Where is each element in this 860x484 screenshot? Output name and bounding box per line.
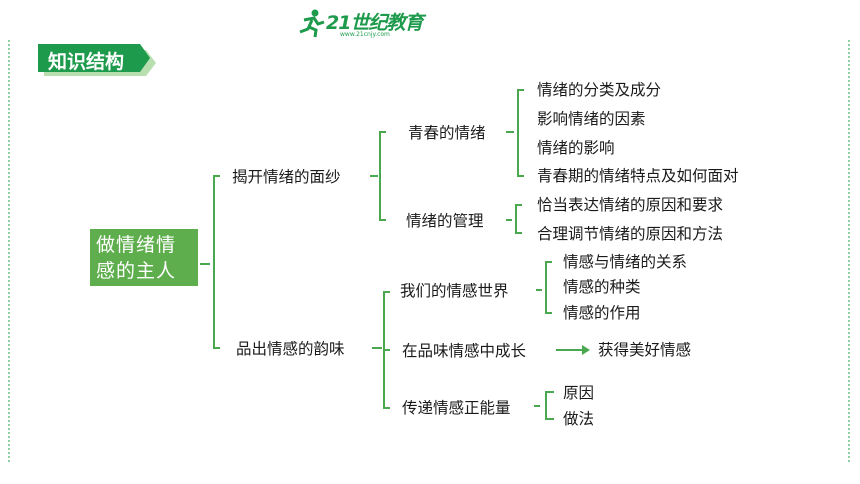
leaf-node: 情绪的影响 [537, 139, 615, 157]
result-arrow-head [582, 345, 590, 355]
root-line-2: 感的主人 [96, 260, 177, 282]
section-title: 知识结构 [48, 51, 125, 73]
root-bracket [200, 175, 220, 349]
section-title-tag: 知识结构 [38, 42, 156, 76]
child-node: 传递情感正能量 [402, 399, 511, 417]
leaf-node: 原因 [563, 384, 595, 402]
leaf-node: 恰当表达情绪的原因和要求 [537, 196, 724, 214]
child-qingchun-connector [506, 89, 524, 177]
child-node: 在品味情感中成长 [402, 342, 527, 360]
leaf-node: 青春期的情绪特点及如何面对 [537, 167, 739, 185]
leaf-node: 情绪的分类及成分 [537, 81, 662, 99]
child-node: 我们的情感世界 [400, 282, 509, 300]
child-guanli-connector [506, 204, 522, 234]
leaf-node: 情感的作用 [563, 304, 641, 322]
site-logo: 21世纪教育 www.21cnjy.com [296, 6, 426, 42]
root-node: 做情绪情 感的主人 [90, 229, 198, 286]
branch1-connector [370, 131, 386, 221]
leaf-node: 影响情绪的因素 [537, 110, 646, 128]
leaf-node: 情感与情绪的关系 [563, 253, 688, 271]
leaf-node: 合理调节情绪的原因和方法 [537, 225, 724, 243]
child-node: 青春的情绪 [408, 124, 486, 142]
frame-right-border [848, 40, 850, 462]
branch-node: 品出情感的韵味 [236, 340, 345, 358]
leaf-node: 情感的种类 [563, 278, 641, 296]
frame-left-border [8, 40, 10, 462]
result-node: 获得美好情感 [598, 341, 692, 359]
branch-node: 揭开情绪的面纱 [232, 168, 341, 186]
root-line-1: 做情绪情 [96, 234, 177, 256]
section-tag-background [38, 44, 156, 76]
leaf-node: 做法 [563, 410, 595, 428]
child-shijie-connector [536, 261, 552, 314]
branch2-connector [372, 291, 390, 409]
logo-text: 21世纪教育 [326, 12, 423, 34]
child-node: 情绪的管理 [406, 212, 484, 230]
child-zhengnengliang-connector [534, 391, 554, 420]
runner-logo-icon [299, 9, 325, 38]
logo-url: www.21cnjy.com [340, 31, 390, 38]
